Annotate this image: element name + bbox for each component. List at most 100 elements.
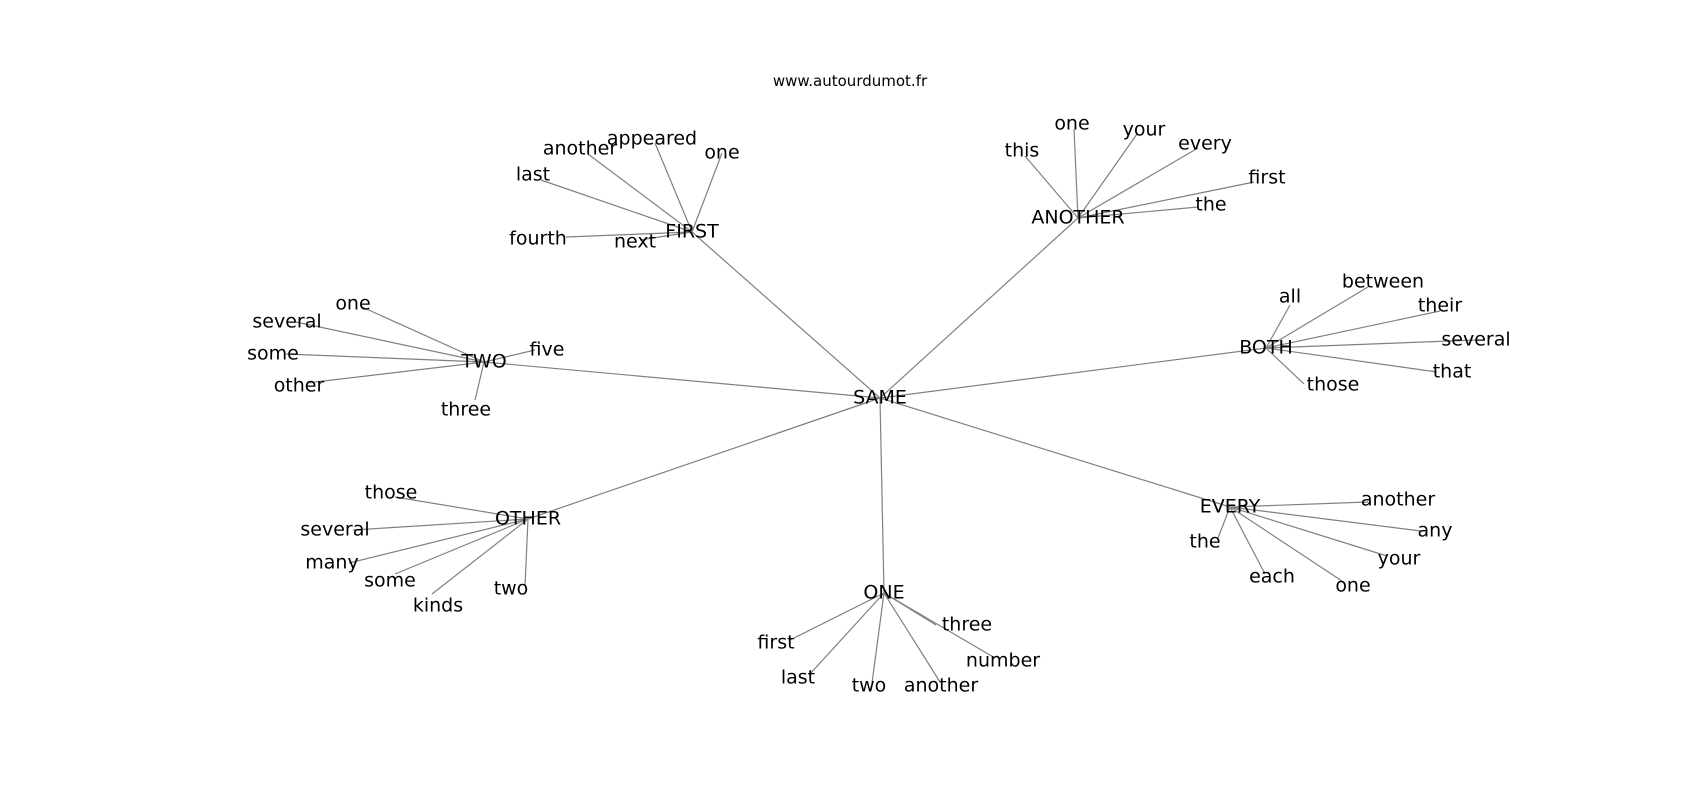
leaf-node-first-fourth: fourth — [509, 228, 567, 250]
edge-another-to-your — [1077, 133, 1138, 219]
edge-one-to-two — [871, 592, 885, 684]
edge-first-to-appeared — [654, 142, 693, 233]
edge-first-to-last — [540, 179, 693, 233]
edge-both-to-their — [1265, 310, 1441, 349]
edge-every-to-your — [1229, 506, 1388, 557]
leaf-node-two-three: three — [441, 399, 491, 421]
edge-other-to-many — [348, 518, 529, 564]
leaf-node-first-appeared: appeared — [607, 128, 697, 150]
leaf-node-one-two: two — [852, 675, 887, 697]
leaf-node-one-three: three — [942, 614, 992, 636]
leaf-node-two-other: other — [274, 375, 325, 397]
edge-two-to-some — [285, 353, 485, 363]
leaf-node-two-some: some — [247, 343, 299, 365]
center-node-same: SAME — [853, 387, 907, 409]
leaf-node-one-another: another — [904, 675, 978, 697]
edge-both-to-several — [1265, 339, 1477, 349]
watermark: www.autourdumot.fr — [772, 72, 928, 90]
leaf-node-both-that: that — [1433, 361, 1472, 383]
edge-another-to-first — [1077, 181, 1255, 219]
edge-every-to-any — [1229, 506, 1422, 532]
edge-both-to-all — [1265, 304, 1291, 349]
edge-center-to-both — [879, 347, 1267, 399]
leaf-node-both-all: all — [1279, 286, 1301, 308]
edge-center-to-two — [483, 361, 881, 399]
edge-both-to-that — [1265, 347, 1438, 373]
hub-node-both: BOTH — [1239, 337, 1293, 359]
leaf-node-both-between: between — [1342, 271, 1424, 293]
edge-every-to-another — [1229, 501, 1369, 508]
leaf-node-other-kinds: kinds — [413, 595, 463, 617]
leaf-node-first-last: last — [516, 164, 550, 186]
edge-both-to-those — [1265, 347, 1305, 385]
leaf-node-another-this: this — [1005, 140, 1040, 162]
leaf-node-two-one: one — [335, 293, 370, 315]
edge-another-to-this — [1024, 155, 1079, 219]
leaf-node-every-any: any — [1418, 520, 1453, 542]
leaf-node-another-every: every — [1178, 133, 1232, 155]
edge-two-to-five — [483, 349, 536, 363]
edge-two-to-three — [474, 361, 485, 401]
edge-one-to-another — [883, 592, 941, 683]
edge-center-to-other — [527, 397, 881, 520]
edge-both-to-between — [1265, 286, 1369, 349]
edge-center-to-one — [879, 397, 885, 594]
hub-node-one: ONE — [863, 582, 904, 604]
edge-other-to-some — [394, 518, 529, 575]
edge-first-to-next — [639, 231, 693, 241]
leaf-node-other-those: those — [365, 482, 418, 504]
edge-another-to-the — [1077, 206, 1199, 219]
leaf-node-other-some: some — [364, 570, 416, 592]
hub-node-another: ANOTHER — [1031, 207, 1124, 229]
edge-other-to-two — [524, 518, 529, 587]
edge-center-to-every — [879, 397, 1231, 508]
leaf-node-one-first: first — [757, 632, 794, 654]
edge-two-to-other — [306, 361, 485, 384]
edge-center-to-another — [879, 217, 1079, 399]
edge-center-to-first — [691, 231, 881, 399]
hub-node-two: TWO — [460, 351, 506, 373]
leaf-node-another-the: the — [1195, 194, 1226, 216]
edge-other-to-those — [394, 496, 529, 520]
edge-one-to-last — [808, 592, 885, 676]
leaf-node-both-their: their — [1418, 295, 1462, 317]
leaf-node-one-number: number — [966, 650, 1040, 672]
leaf-node-other-two: two — [494, 578, 529, 600]
leaf-node-both-several: several — [1441, 329, 1510, 351]
edge-other-to-kinds — [431, 518, 529, 595]
leaf-node-every-the: the — [1189, 531, 1220, 553]
hub-node-other: OTHER — [495, 508, 561, 530]
leaf-node-one-last: last — [781, 667, 815, 689]
hub-node-every: EVERY — [1200, 496, 1261, 518]
edge-one-to-three — [883, 592, 937, 626]
leaf-node-other-many: many — [305, 552, 358, 574]
leaf-node-two-several: several — [252, 311, 321, 333]
hub-node-first: FIRST — [665, 221, 719, 243]
leaf-node-first-next: next — [614, 231, 656, 253]
edge-two-to-several — [295, 321, 485, 363]
edge-every-to-each — [1229, 506, 1266, 575]
edge-first-to-another — [587, 153, 693, 233]
leaf-node-two-five: five — [530, 339, 565, 361]
edge-other-to-several — [352, 518, 529, 531]
edge-two-to-one — [361, 306, 485, 363]
edge-first-to-fourth — [565, 231, 693, 238]
leaf-node-every-your: your — [1378, 548, 1421, 570]
leaf-node-every-each: each — [1249, 566, 1295, 588]
edge-one-to-first — [789, 592, 885, 641]
leaf-node-first-one: one — [704, 142, 739, 164]
leaf-node-another-one: one — [1054, 113, 1089, 135]
edge-every-to-one — [1229, 506, 1343, 582]
leaf-node-every-another: another — [1361, 489, 1435, 511]
leaf-node-another-first: first — [1248, 167, 1285, 189]
leaf-node-first-another: another — [543, 138, 617, 160]
edge-every-to-the — [1217, 506, 1231, 539]
leaf-node-other-several: several — [300, 519, 369, 541]
edge-another-to-every — [1077, 147, 1199, 219]
leaf-node-another-your: your — [1123, 119, 1166, 141]
edge-first-to-one — [691, 152, 723, 233]
edge-another-to-one — [1073, 128, 1079, 219]
edges-layer — [285, 128, 1477, 684]
